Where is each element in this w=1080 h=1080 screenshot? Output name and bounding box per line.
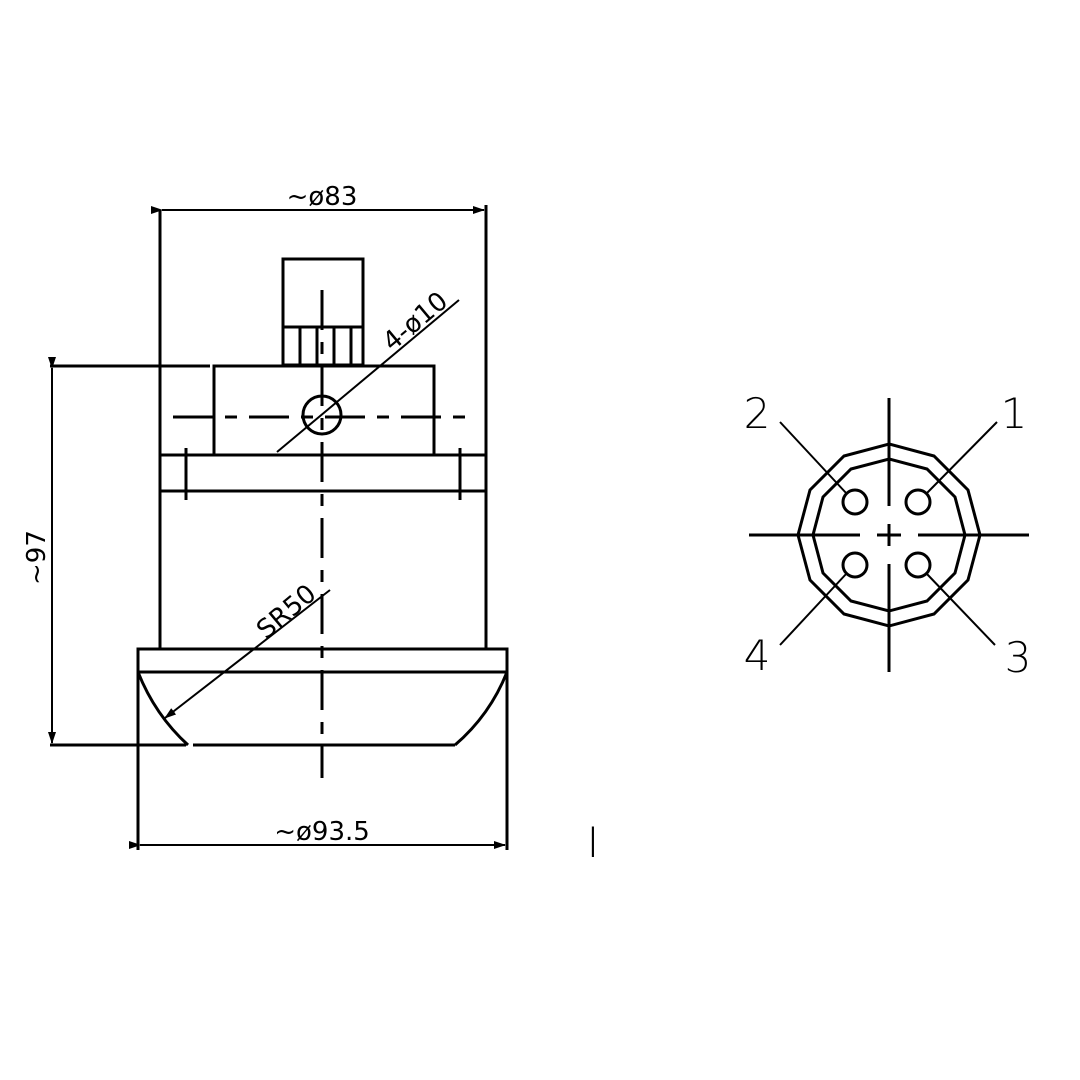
leader-sphere-radius: [164, 589, 331, 719]
view-label: I: [587, 818, 599, 867]
dimension-hole-spec: 4-ø10: [377, 286, 454, 357]
pin-4: [841, 551, 869, 579]
mounting-block: [212, 364, 436, 457]
side-view: ~ø83 4-ø10 SR50 ~97: [22, 182, 509, 850]
dimension-sphere-radius: SR50: [251, 579, 322, 645]
pin-2: [841, 488, 869, 516]
dimension-height: ~97: [22, 530, 52, 585]
pin-label-1: 1: [1001, 389, 1028, 438]
dimension-base-diameter: ~ø93.5: [274, 817, 370, 847]
pin-label-4: 4: [744, 631, 771, 680]
pin-1: [904, 488, 932, 516]
spherical-surface-left: [136, 671, 190, 747]
pin-3: [904, 551, 932, 579]
leader-hole: [276, 299, 460, 453]
pin-label-2: 2: [744, 389, 771, 438]
dimension-top-diameter: ~ø83: [287, 182, 358, 212]
connector-pin-view: 1 2 3 4: [744, 389, 1032, 682]
pin-label-3: 3: [1005, 633, 1032, 682]
spherical-surface-right: [454, 671, 509, 747]
base-plate: [136, 647, 509, 674]
